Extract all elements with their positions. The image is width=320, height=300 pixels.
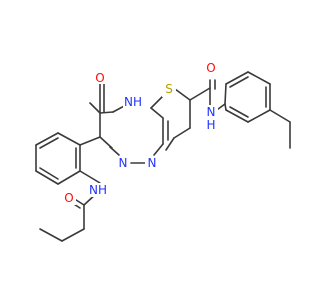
bond — [269, 109, 291, 123]
bond — [109, 146, 120, 156]
bond — [150, 95, 164, 109]
atom-labels: O NH S O N H N N NH O — [62, 61, 218, 205]
atom-oxygen-propanamide: O — [64, 191, 73, 205]
bond — [224, 83, 227, 105]
bond — [99, 136, 113, 149]
atom-hydrogen-amide: H — [206, 118, 215, 132]
bond — [35, 170, 59, 185]
atom-nitrogen-amide: N — [207, 105, 216, 119]
atom-sulfur: S — [165, 82, 173, 96]
bond — [225, 109, 249, 123]
atom-nitrogen-h-ring: NH — [124, 95, 142, 109]
bond — [39, 137, 59, 149]
bond — [39, 167, 59, 180]
bond — [165, 137, 175, 151]
bond — [153, 143, 164, 156]
bond — [39, 228, 63, 242]
bond — [174, 88, 191, 101]
bond — [150, 107, 164, 119]
bond — [89, 102, 101, 114]
bond-lines — [35, 71, 291, 242]
bond — [225, 71, 249, 85]
bond — [35, 132, 59, 146]
bond — [99, 111, 114, 114]
bond — [79, 170, 101, 184]
atom-nitrogen-ring-right: N — [148, 156, 157, 170]
bond — [247, 109, 271, 123]
bond — [173, 127, 191, 139]
atom-oxygen-ring: O — [95, 71, 104, 85]
bond — [247, 71, 271, 85]
atom-oxygen-amide: O — [206, 61, 215, 75]
bond — [61, 228, 85, 242]
bond — [229, 106, 249, 118]
atom-nitrogen-h-aniline: NH — [89, 183, 107, 197]
bond — [189, 87, 211, 101]
bond — [224, 103, 227, 111]
bond — [79, 136, 101, 146]
atom-nitrogen-ring-left: N — [119, 156, 128, 170]
bond — [57, 170, 81, 185]
bond — [57, 132, 81, 146]
bond — [229, 76, 249, 88]
chemical-structure-diagram: O NH S O N H N N NH O — [35, 61, 291, 242]
